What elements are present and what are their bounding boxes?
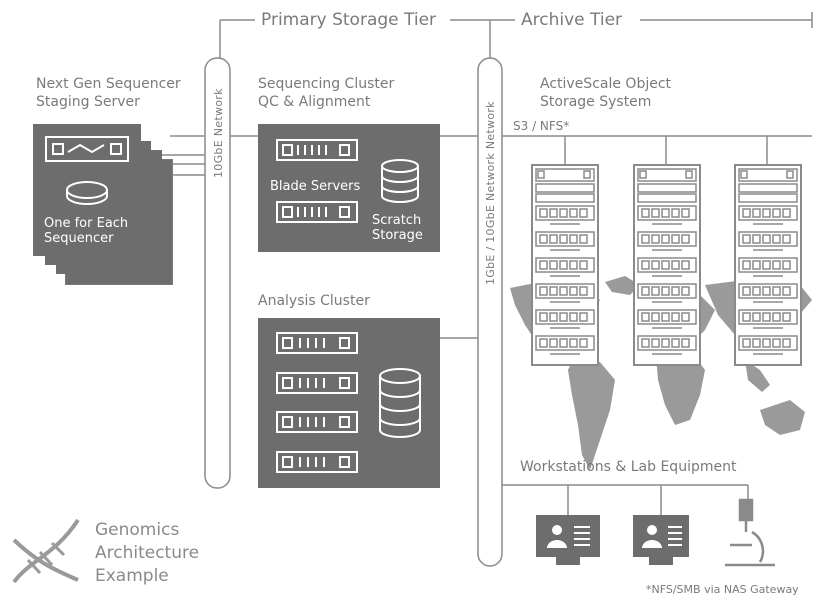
rack-drive-unit	[738, 335, 798, 351]
primary-tier-label: Primary Storage Tier	[255, 10, 443, 30]
workstations-title: Workstations & Lab Equipment	[520, 459, 737, 475]
network-pipe-10gbe	[204, 57, 231, 489]
rack-drive-unit	[535, 283, 595, 299]
seq-cluster-title-line1: Sequencing Cluster	[258, 76, 395, 92]
s3-nfs-label: S3 / NFS*	[513, 119, 570, 133]
rack-drive-unit	[535, 309, 595, 325]
rack-drive-unit	[535, 205, 595, 221]
rack-drive-unit	[738, 231, 798, 247]
staging-box-line1: One for Each	[44, 216, 129, 231]
footnote: *NFS/SMB via NAS Gateway	[646, 583, 799, 596]
rack-drive-unit	[535, 231, 595, 247]
staging-title-line2: Staging Server	[36, 94, 140, 110]
rack-drive-unit	[738, 283, 798, 299]
scratch-storage-line1: Scratch	[372, 213, 422, 228]
rack-drive-unit	[637, 231, 697, 247]
blade-server-icons	[276, 139, 419, 223]
rack-drive-unit	[738, 257, 798, 273]
staging-server-stack	[33, 124, 173, 285]
analysis-cluster-title: Analysis Cluster	[258, 293, 370, 309]
activescale-title-line2: Storage System	[540, 94, 652, 110]
rack-drive-unit	[637, 205, 697, 221]
scratch-storage-line2: Storage	[372, 228, 423, 243]
network-1gbe-label: 1GbE / 10GbE Network Network	[484, 101, 497, 285]
rack-drive-unit	[535, 335, 595, 351]
rack-drive-unit	[637, 283, 697, 299]
archive-tier-label: Archive Tier	[515, 10, 629, 30]
analysis-server-icons	[276, 332, 421, 473]
staging-title-line1: Next Gen Sequencer	[36, 76, 181, 92]
storage-racks	[531, 164, 802, 366]
caption-line1: Genomics	[95, 520, 180, 540]
connector-lines	[148, 12, 813, 515]
rack-drive-unit	[637, 309, 697, 325]
rack-controller	[535, 168, 595, 182]
rack-drive-unit	[738, 205, 798, 221]
rack-drive-unit	[637, 335, 697, 351]
rack-units	[535, 168, 798, 355]
workstation-monitor-2	[633, 515, 689, 565]
activescale-title-line1: ActiveScale Object	[540, 76, 672, 92]
rack-drive-unit	[637, 257, 697, 273]
caption-line3: Example	[95, 566, 169, 586]
caption-line2: Architecture	[95, 543, 200, 563]
dna-icon	[12, 518, 80, 584]
microscope-icon	[725, 498, 775, 567]
rack-drive-unit	[738, 309, 798, 325]
seq-cluster-title-line2: QC & Alignment	[258, 94, 371, 110]
network-10gbe-label: 10GbE Network	[212, 88, 225, 178]
rack-controller	[738, 168, 798, 182]
rack-drive-unit	[535, 257, 595, 273]
workstation-monitor-1	[536, 515, 600, 565]
blade-servers-label: Blade Servers	[270, 179, 361, 194]
rack-controller	[637, 168, 697, 182]
network-pipe-1gbe	[477, 57, 503, 567]
staging-box-line2: Sequencer	[44, 231, 114, 246]
